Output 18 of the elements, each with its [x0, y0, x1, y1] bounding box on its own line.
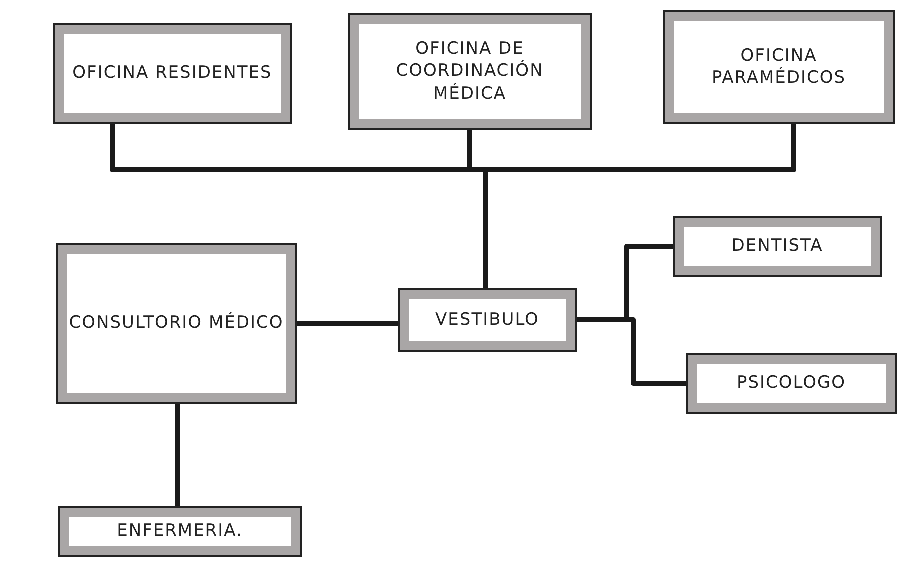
room-box [55, 25, 290, 122]
room-label: OFICINA RESIDENTES [72, 62, 272, 85]
room-box [400, 290, 575, 350]
room-label: OFICINA DE COORDINACIÓN MÉDICA [395, 38, 545, 105]
room-label: PSICOLOGO [736, 372, 846, 395]
room-box [688, 355, 895, 412]
connector-line [296, 321, 399, 326]
room-label: CONSULTORIO MÉDICO [69, 312, 284, 335]
room-label: DENTISTA [732, 235, 824, 258]
room-box [675, 218, 880, 275]
room-box [350, 15, 590, 128]
room-box [665, 12, 893, 122]
room-box [58, 245, 295, 402]
connector-line [176, 403, 180, 507]
room-box [60, 508, 300, 555]
room-label: VESTIBULO [436, 308, 540, 332]
room-label: ENFERMERIA. [117, 520, 243, 543]
room-label: OFICINA PARAMÉDICOS [710, 44, 848, 90]
